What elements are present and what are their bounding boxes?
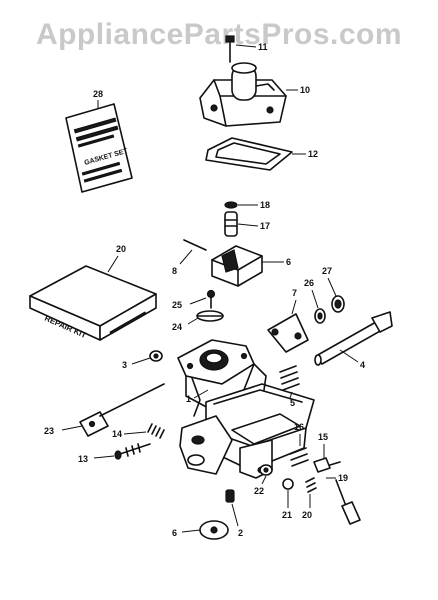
leader-7 [291, 299, 297, 315]
callout-13: 13 [78, 454, 88, 464]
leader-2 [231, 503, 239, 527]
part-1-carburetor-body[interactable] [177, 339, 315, 479]
part-15-screw[interactable] [313, 457, 341, 473]
callout-23: 23 [44, 426, 54, 436]
part-12-gasket[interactable] [205, 137, 293, 171]
callout-6-plate: 6 [172, 528, 177, 538]
callout-26: 26 [304, 278, 314, 288]
leader-27 [327, 277, 337, 297]
part-17-needle[interactable] [224, 211, 238, 237]
callout-27: 27 [322, 266, 332, 276]
part-10-bowl-cover[interactable] [199, 62, 287, 127]
leader-14 [123, 431, 147, 435]
callout-1: 1 [186, 394, 191, 404]
callout-21: 21 [282, 510, 292, 520]
leader-13 [93, 455, 115, 459]
callout-18: 18 [260, 200, 270, 210]
part-8-hinge-pin[interactable] [183, 239, 207, 251]
part-21-washer[interactable] [282, 478, 294, 490]
part-24-throttle-plate[interactable] [196, 310, 224, 322]
leader-8 [179, 249, 193, 265]
leader-6-plate [181, 529, 201, 533]
part-6-float[interactable] [211, 245, 263, 287]
part-3-nut[interactable] [149, 350, 163, 362]
callout-15: 15 [318, 432, 328, 442]
leader-11 [235, 44, 257, 48]
callout-20-bowl: 20 [302, 510, 312, 520]
leader-20-kit [107, 255, 119, 273]
part-6-plate[interactable] [199, 520, 229, 540]
leader-3 [131, 357, 151, 365]
leader-5 [289, 391, 293, 399]
callout-17: 17 [260, 221, 270, 231]
callout-22: 22 [254, 486, 264, 496]
leader-26 [311, 289, 319, 309]
callout-28: 28 [93, 89, 103, 99]
callout-8: 8 [172, 266, 177, 276]
leader-25 [189, 297, 207, 305]
callout-19: 19 [338, 473, 348, 483]
part-20-bowl-spring[interactable] [305, 477, 317, 493]
callout-10: 10 [300, 85, 310, 95]
part-20-repair-kit[interactable]: REPAIR KIT [29, 265, 157, 341]
callout-12: 12 [308, 149, 318, 159]
callout-5: 5 [290, 398, 295, 408]
callout-7: 7 [292, 288, 297, 298]
leader-17 [237, 223, 259, 227]
watermark-text: AppliancePartsPros.com [35, 18, 403, 51]
part-26-washer[interactable] [314, 308, 326, 324]
part-2-jet[interactable] [225, 489, 235, 503]
part-13-mixture-screw[interactable] [114, 443, 151, 460]
leader-23 [61, 425, 83, 431]
callout-16: 16 [294, 422, 304, 432]
leader-4 [339, 349, 359, 363]
callout-3: 3 [122, 360, 127, 370]
leader-1 [193, 389, 209, 399]
callout-4: 4 [360, 360, 365, 370]
callout-14: 14 [112, 429, 122, 439]
leader-24 [187, 317, 199, 325]
callout-2: 2 [238, 528, 243, 538]
part-14-idle-spring[interactable] [147, 423, 165, 439]
leader-22 [261, 475, 267, 485]
part-5-spring[interactable] [279, 365, 300, 391]
part-16-spring[interactable] [289, 447, 309, 467]
part-25-screw[interactable] [206, 289, 216, 309]
part-7-lever-plate[interactable] [267, 313, 309, 353]
part-19-main-needle[interactable] [335, 479, 361, 525]
callout-6-float: 6 [286, 257, 291, 267]
callout-24: 24 [172, 322, 182, 332]
part-11-screw[interactable] [225, 35, 235, 63]
callout-25: 25 [172, 300, 182, 310]
part-23-choke-shaft[interactable] [79, 383, 165, 437]
callout-11: 11 [258, 42, 268, 52]
part-27-seal[interactable] [331, 295, 345, 313]
part-28-gasket-set[interactable]: GASKET SET [65, 103, 133, 193]
callout-20-kit: 20 [116, 244, 126, 254]
part-18-seat[interactable] [224, 201, 238, 209]
part-22-washer[interactable] [259, 464, 273, 476]
part-4-throttle-shaft[interactable] [314, 311, 393, 366]
